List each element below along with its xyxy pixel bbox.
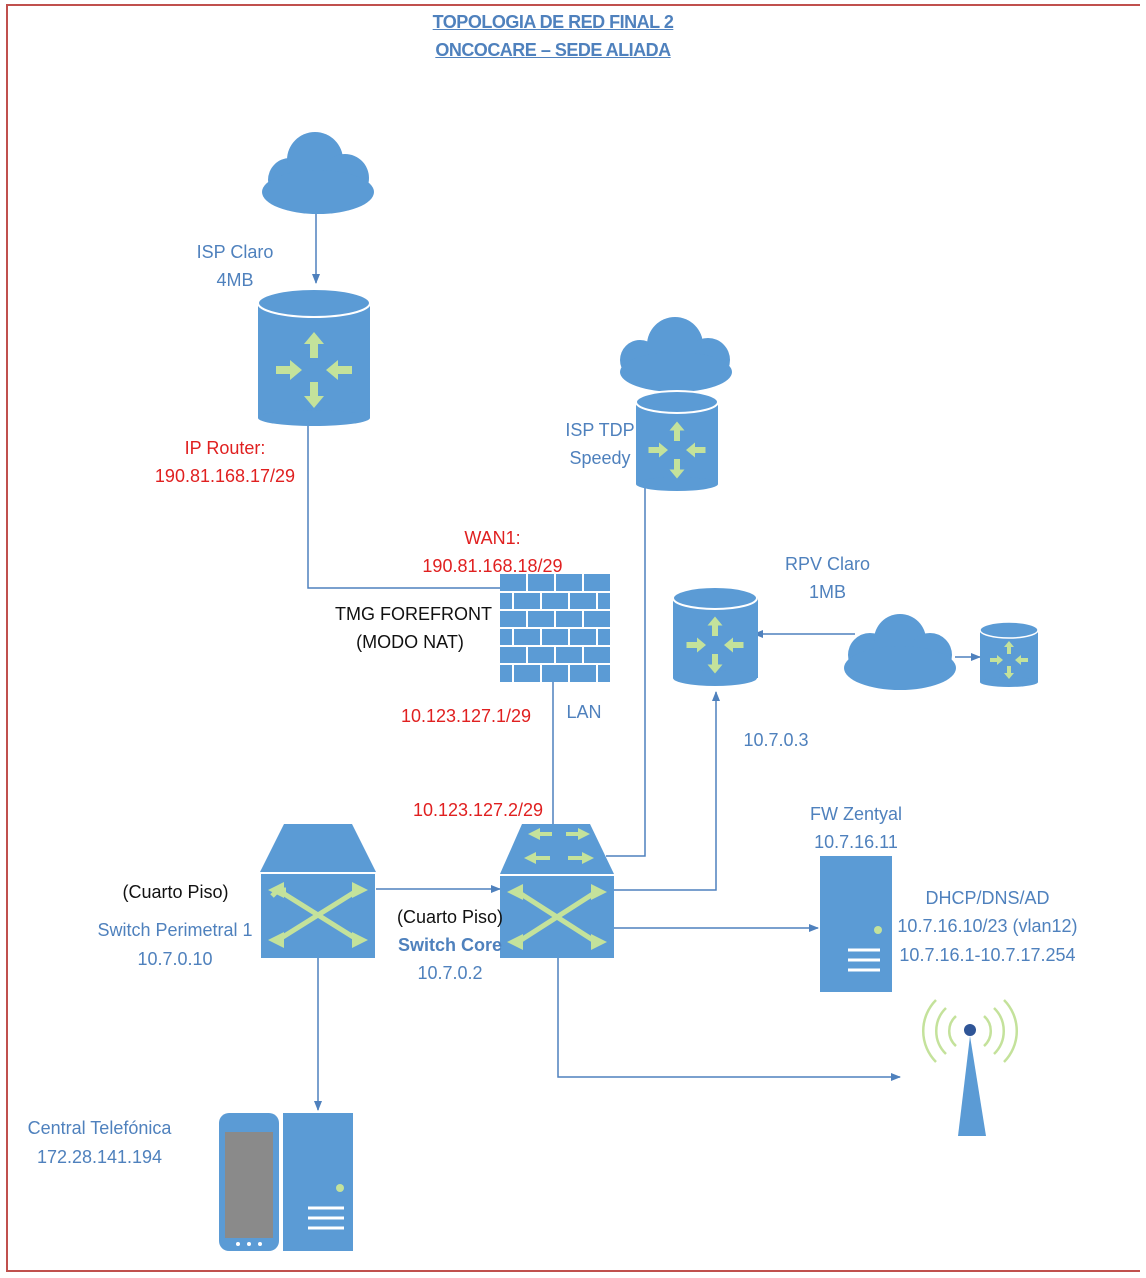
isp-tdp-name: ISP TDP bbox=[565, 420, 635, 440]
router-icon bbox=[672, 586, 758, 686]
phone-icon bbox=[219, 1113, 279, 1251]
router-icon bbox=[635, 390, 719, 491]
rpv-ip: 10.7.0.3 bbox=[743, 730, 809, 750]
diagram-title-line2: ONCOCARE – SEDE ALIADA bbox=[435, 40, 671, 60]
cloud-icon bbox=[620, 317, 732, 392]
diagram-frame bbox=[6, 4, 1140, 1272]
wan1-ip: 190.81.168.18/29 bbox=[422, 556, 563, 576]
server-icon bbox=[283, 1113, 353, 1251]
router-icon bbox=[257, 288, 371, 426]
links bbox=[307, 210, 981, 1111]
lan-label: LAN bbox=[566, 702, 602, 722]
central-ip: 172.28.141.194 bbox=[36, 1147, 163, 1167]
perimetral-ip: 10.7.0.10 bbox=[137, 949, 213, 969]
isp-claro-speed: 4MB bbox=[216, 270, 254, 290]
rpv-claro-name: RPV Claro bbox=[784, 554, 871, 574]
link-core-ap bbox=[557, 958, 901, 1081]
isp-claro-name: ISP Claro bbox=[196, 242, 274, 262]
tmg-line1: TMG FOREFRONT bbox=[335, 604, 492, 624]
ip-router-label: IP Router: bbox=[184, 438, 266, 458]
core-ip: 10.7.0.2 bbox=[417, 963, 483, 983]
dhcp-line2: 10.7.16.10/23 (vlan12) bbox=[897, 916, 1078, 936]
core-floor: (Cuarto Piso) bbox=[396, 907, 504, 927]
fw-zentyal-ip: 10.7.16.11 bbox=[814, 832, 898, 852]
wan1-label: WAN1: bbox=[464, 528, 521, 548]
rpv-claro-speed: 1MB bbox=[808, 582, 846, 602]
central-name: Central Telefónica bbox=[27, 1118, 172, 1138]
cloud-icon bbox=[262, 132, 374, 214]
perimetral-floor: (Cuarto Piso) bbox=[122, 882, 229, 902]
perimetral-name: Switch Perimetral 1 bbox=[97, 920, 253, 940]
core-uplink-ip: 10.123.127.2/29 bbox=[412, 800, 544, 820]
diagram-title-line1: TOPOLOGIA DE RED FINAL 2 bbox=[432, 12, 674, 32]
router-icon bbox=[979, 621, 1039, 687]
link-router-firewall bbox=[307, 420, 500, 589]
lan-ip: 10.123.127.1/29 bbox=[400, 706, 532, 726]
isp-tdp-sub: Speedy bbox=[569, 448, 631, 468]
wireless-ap-icon bbox=[922, 999, 1018, 1136]
server-icon bbox=[820, 856, 892, 992]
core-name: Switch Core bbox=[397, 935, 503, 955]
firewall-icon bbox=[500, 574, 610, 682]
link-isp-tdp-core bbox=[606, 488, 646, 857]
ip-router-ip: 190.81.168.17/29 bbox=[154, 466, 296, 486]
fw-zentyal-name: FW Zentyal bbox=[809, 804, 902, 824]
cloud-icon bbox=[844, 614, 956, 690]
switch-icon bbox=[260, 824, 376, 958]
link-core-rpv bbox=[608, 691, 720, 891]
dhcp-line1: DHCP/DNS/AD bbox=[925, 888, 1050, 908]
dhcp-line3: 10.7.16.1-10.7.17.254 bbox=[899, 945, 1076, 965]
switch-icon bbox=[500, 824, 614, 958]
tmg-line2: (MODO NAT) bbox=[356, 632, 464, 652]
